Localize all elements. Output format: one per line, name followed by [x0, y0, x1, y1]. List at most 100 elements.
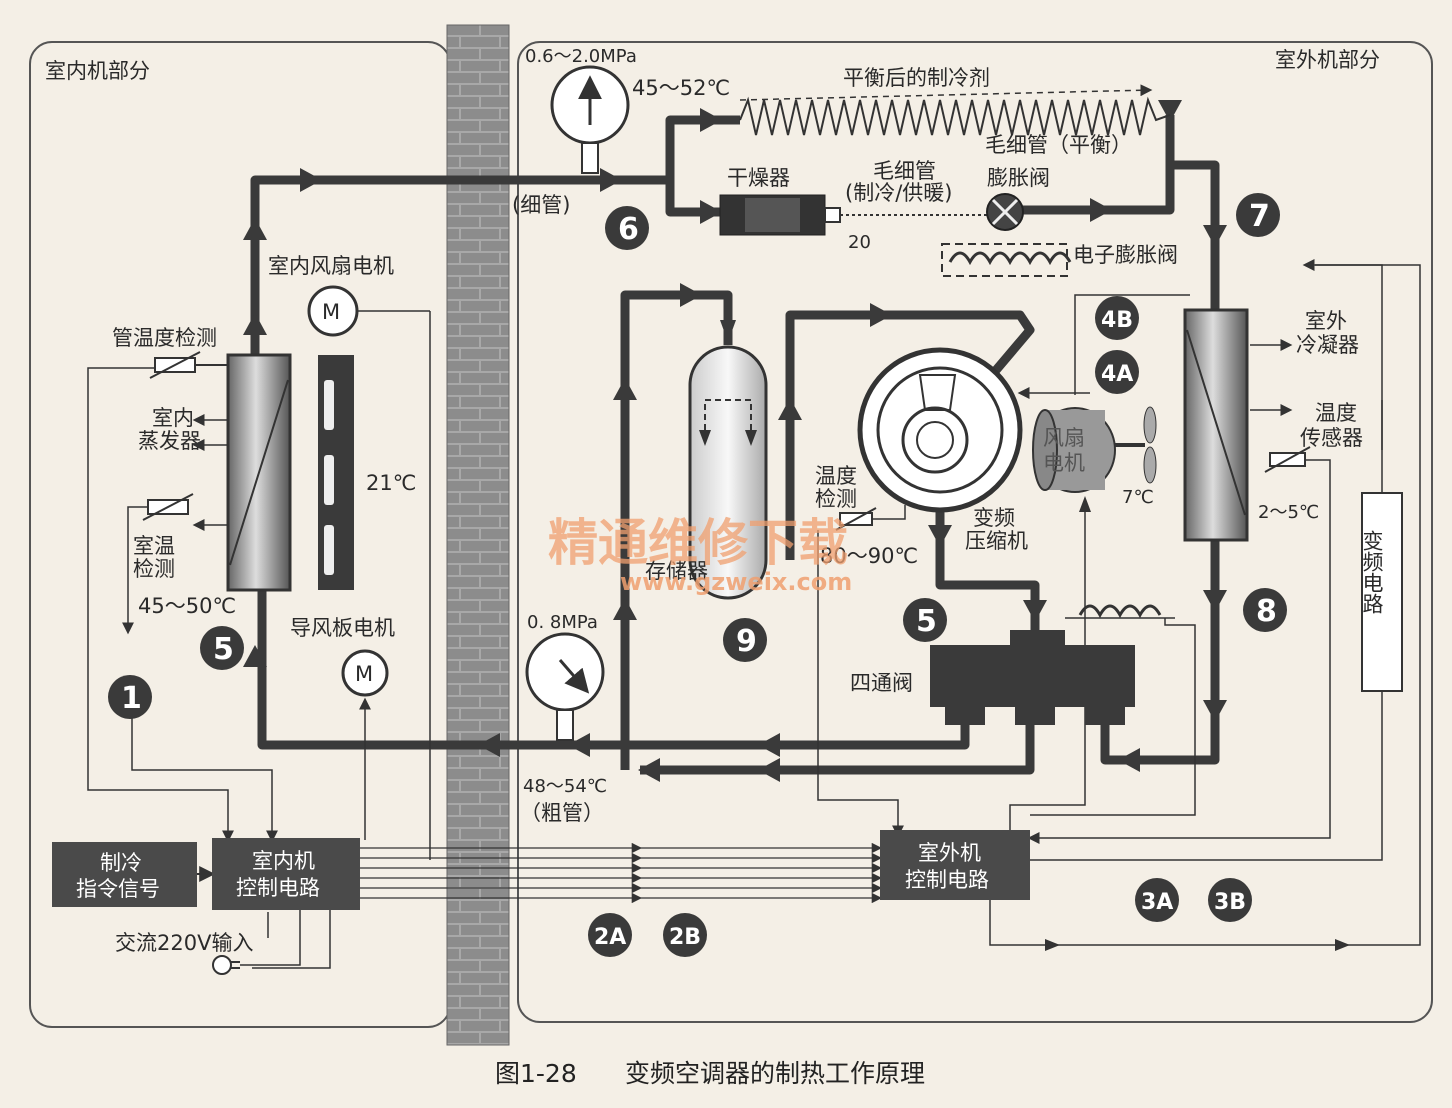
thick-pipe	[257, 590, 970, 750]
room-temp-sensor	[142, 493, 194, 521]
temp-7-label: 7℃	[1122, 487, 1154, 508]
capillary-main-label: 毛细管	[873, 159, 936, 183]
four-way-valve-label: 四通阀	[850, 671, 913, 695]
temp-48-54-label: 48～54℃	[523, 776, 607, 797]
temp-21-label: 21℃	[366, 471, 416, 495]
inverter-ctrl-line	[1030, 691, 1383, 861]
compressor-sensor-wire	[872, 505, 906, 520]
deflector-motor: M	[341, 649, 389, 697]
outdoor-panel	[517, 41, 1433, 1023]
compressor-label-2: 压缩机	[965, 529, 1028, 553]
electronic-expansion-valve-label: 电子膨胀阀	[1073, 243, 1178, 267]
marker-4B	[1095, 296, 1139, 340]
cooling-command-box	[52, 842, 197, 907]
indoor-evaporator-label-2: 蒸发器	[138, 429, 201, 453]
low-pressure-gauge	[525, 632, 605, 741]
four-way-signal-line	[1030, 690, 1196, 816]
indoor-evaporator	[226, 353, 292, 592]
marker-5-indoor	[200, 626, 244, 670]
outdoor-control-label-2: 控制电路	[905, 868, 989, 892]
expansion-valve-label: 膨胀阀	[987, 166, 1050, 190]
room-temp-label-2: 检测	[133, 557, 175, 581]
indoor-fan-motor-m: M	[322, 300, 340, 324]
capillary-balance-coil	[739, 96, 1171, 136]
temp-sensor-label-1: 温度	[1315, 401, 1357, 425]
ctrl-output-arrow-2	[1335, 939, 1350, 951]
condenser-temp-sensor	[1264, 446, 1311, 473]
compressor-temp-signal-line	[817, 530, 904, 838]
thin-pipe	[250, 175, 670, 355]
condenser-temp-signal-line	[1027, 459, 1331, 844]
marker-4B-text: 4B	[1101, 308, 1133, 333]
cooling-command-label-1: 制冷	[100, 851, 142, 875]
indoor-control-box	[212, 838, 360, 910]
outdoor-section-label: 室外机部分	[1275, 48, 1380, 72]
marker-9-text: 9	[736, 624, 757, 659]
inverter-circuit-label: 变频电路	[1360, 530, 1384, 614]
marker-7	[1236, 193, 1280, 237]
accumulator	[688, 345, 768, 600]
balanced-refrigerant-label: 平衡后的制冷剂	[843, 66, 990, 90]
room-temp-to-ctrl-line	[131, 700, 278, 843]
ac-input-label: 交流220V输入	[115, 931, 253, 955]
pipe-temp-signal-line	[87, 367, 234, 843]
cooling-command-label-2: 指令信号	[76, 877, 160, 901]
capillary-balance-label: 毛细管（平衡）	[985, 133, 1132, 157]
marker-3B	[1208, 878, 1252, 922]
four-way-valve-coil	[1078, 604, 1162, 619]
four-way-valve	[930, 630, 1135, 725]
outdoor-condenser	[1183, 308, 1249, 542]
high-pressure-gauge	[550, 65, 630, 174]
pipe-temp-detect-label: 管温度检测	[112, 326, 217, 350]
outdoor-condenser-label-2: 冷凝器	[1296, 333, 1359, 357]
watermark-url: www.gzweix.com	[620, 568, 852, 596]
low-pressure-label: 0. 8MPa	[527, 612, 598, 633]
marker-3A-text: 3A	[1141, 890, 1173, 915]
pipe-temp-sensor	[149, 351, 228, 379]
marker-6	[605, 206, 649, 250]
marker-3A	[1135, 878, 1179, 922]
fan-motor-signal-arrow	[1079, 496, 1091, 512]
room-temp-label-1: 室温	[133, 534, 175, 558]
thick-pipe-label: （粗管）	[520, 801, 604, 825]
inverter-compressor	[857, 347, 1023, 513]
marker-2B-text: 2B	[669, 925, 701, 950]
marker-6-text: 6	[618, 212, 639, 247]
compressor-suction-pipe	[785, 310, 1035, 560]
compressor-temp-range-label: 80～90℃	[820, 544, 918, 568]
marker-5-indoor-text: 5	[213, 632, 234, 667]
indoor-fan-motor-label: 室内风扇电机	[268, 254, 394, 278]
accumulator-label: 存储器	[645, 559, 708, 583]
room-temp-signal-line	[122, 506, 148, 635]
marker-2B	[663, 913, 707, 957]
outdoor-control-label-1: 室外机	[918, 841, 981, 865]
compressor-temp-detect-label-2: 检测	[815, 487, 857, 511]
condenser-outlet-pipe	[1100, 540, 1220, 765]
indoor-control-label-1: 室内机	[252, 849, 315, 873]
dryer-label: 干燥器	[727, 166, 790, 190]
deflector-motor-m: M	[355, 662, 373, 686]
temp-2-5-label: 2～5℃	[1258, 502, 1319, 523]
deflector-motor-label: 导风板电机	[290, 616, 395, 640]
compressor-label-1: 变频	[973, 506, 1015, 530]
outdoor-condenser-label-1: 室外	[1305, 309, 1347, 333]
indoor-evaporator-label-1: 室内	[152, 406, 194, 430]
expansion-valve	[986, 193, 1024, 231]
figure-number: 图1-28	[495, 1059, 577, 1088]
marker-4A	[1095, 350, 1139, 394]
marker-9	[723, 618, 767, 662]
outdoor-control-box	[880, 830, 1030, 900]
indoor-control-label-2: 控制电路	[236, 876, 320, 900]
outdoor-fan-motor	[1032, 406, 1157, 493]
high-pressure-label: 0.6～2.0MPa	[525, 46, 637, 67]
marker-8-text: 8	[1256, 594, 1277, 629]
indoor-fan-motor: M	[307, 285, 359, 337]
brick-wall	[446, 24, 510, 1046]
inverter-to-eev-line	[1302, 259, 1383, 493]
four-way-coil-wire	[1065, 617, 1196, 690]
marker-5-outdoor	[903, 598, 947, 642]
indoor-fan	[318, 355, 354, 590]
outdoor-ctrl-output-line	[989, 264, 1421, 946]
num-20-label: 20	[848, 232, 871, 253]
